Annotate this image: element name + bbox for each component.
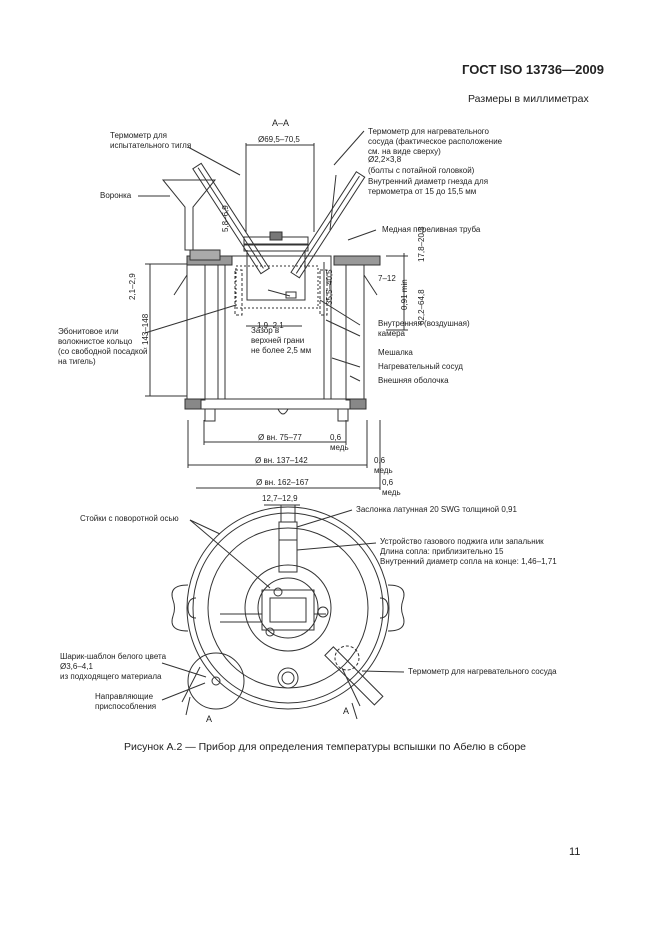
label-nozzle-diam: Внутренний диаметр сопла на конце: 1,46–…: [380, 557, 557, 566]
label-nozzle-len: Длина сопла: приблизительно 15: [380, 547, 504, 556]
label-overflow-pipe: Медная переливная труба: [382, 225, 481, 234]
ball-template: [188, 653, 244, 709]
label-inner-chamber: Внутренняя (воздушная) камера: [378, 319, 470, 338]
label-igniter: Устройство газового поджига или запальни…: [380, 537, 544, 546]
top-flange-right: [334, 256, 380, 265]
dim-143148: 143–148: [141, 313, 150, 345]
figure-caption: Рисунок А.2 — Прибор для определения тем…: [124, 741, 527, 753]
label-funnel: Воронка: [100, 191, 132, 200]
dim-bolt: Ø2,2×3,8: [368, 155, 402, 164]
outer-ring: [187, 507, 389, 709]
section-marker-left: А: [206, 714, 213, 724]
dim-06c: 0,6: [382, 478, 394, 487]
crucible-thermometer: [193, 163, 269, 273]
label-ebonite-ring: Эбонитовое или волокнистое кольцо (со св…: [58, 327, 148, 366]
dim-mid: Ø вн. 137–142: [255, 456, 308, 465]
label-stirrer: Мешалка: [378, 348, 413, 357]
label-pivot-posts: Стойки с поворотной осью: [80, 514, 179, 523]
units-note: Размеры в миллиметрах: [468, 93, 589, 105]
dim-178203: 17,8–20,3: [417, 226, 426, 262]
dim-inner: Ø вн. 75–77: [258, 433, 302, 442]
dim-091: 0,91 min: [400, 279, 409, 310]
heating-vessel: [218, 256, 331, 399]
dim-06a: 0,6: [330, 433, 342, 442]
plan-handle-right: [388, 585, 404, 631]
dim-copper-c: медь: [382, 488, 401, 497]
dim-5869: 5,8–6,9: [221, 205, 230, 232]
dim-d-top: Ø69,5–70,5: [258, 135, 300, 144]
label-guides: Направляющие приспособления: [95, 692, 157, 711]
central-mechanism: [262, 590, 314, 630]
right-foot: [338, 409, 348, 421]
air-chamber: [236, 266, 318, 308]
dim-355405: 35,5–40,5: [325, 269, 334, 305]
section-label: А–А: [272, 118, 290, 128]
inner-ring: [208, 528, 368, 688]
plan-handle-left: [172, 585, 188, 631]
plan-thermometer: [325, 647, 383, 705]
standard-title: ГОСТ ISO 13736—2009: [462, 62, 605, 77]
left-foot: [205, 409, 215, 421]
label-heating-vessel: Нагревательный сосуд: [378, 362, 463, 371]
label-ball-template: Шарик-шаблон белого цвета: [60, 652, 167, 661]
outer-shell-left: [187, 264, 205, 400]
dim-copper-a: медь: [330, 443, 349, 452]
page-number: 11: [569, 846, 581, 858]
label-gap: Зазор в верхней грани не более 2,5 мм: [251, 326, 312, 355]
dim-1921: 1,9–2,1: [257, 321, 284, 330]
label-bolts: (болты с потайной головкой): [368, 166, 475, 175]
label-nest-diameter: Внутренний диаметр гнезда для термометра…: [368, 177, 489, 196]
label-crucible-thermometer: Термометр для испытательного тигля: [110, 131, 192, 150]
outer-shell-right: [346, 264, 364, 400]
label-plan-thermometer: Термометр для нагревательного сосуда: [408, 667, 557, 676]
label-brass-shutter: Заслонка латунная 20 SWG толщиной 0,91: [356, 505, 517, 514]
base-ring: [185, 399, 366, 409]
thermometer-nest: [278, 668, 298, 688]
label-ball-diam: Ø3,6–4,1: [60, 662, 93, 671]
dim-copper-b: медь: [374, 466, 393, 475]
dim-06b: 0,6: [374, 456, 386, 465]
dim-712: 7–12: [378, 274, 396, 283]
vessel-thermometer-elev: [291, 172, 365, 278]
section-line: [182, 667, 200, 702]
label-outer-shell: Внешняя оболочка: [378, 376, 449, 385]
label-vessel-thermometer: Термометр для нагревательного сосуда (фа…: [368, 127, 503, 156]
dim-outer: Ø вн. 162–167: [256, 478, 309, 487]
test-cup: [247, 250, 305, 300]
dim-127129: 12,7–12,9: [262, 494, 298, 503]
label-ball-material: из подходящего материала: [60, 672, 162, 681]
dim-622648: 62,2–64,8: [417, 289, 426, 325]
section-marker-right: А: [343, 706, 350, 716]
dim-2129: 2,1–2,9: [128, 273, 137, 300]
